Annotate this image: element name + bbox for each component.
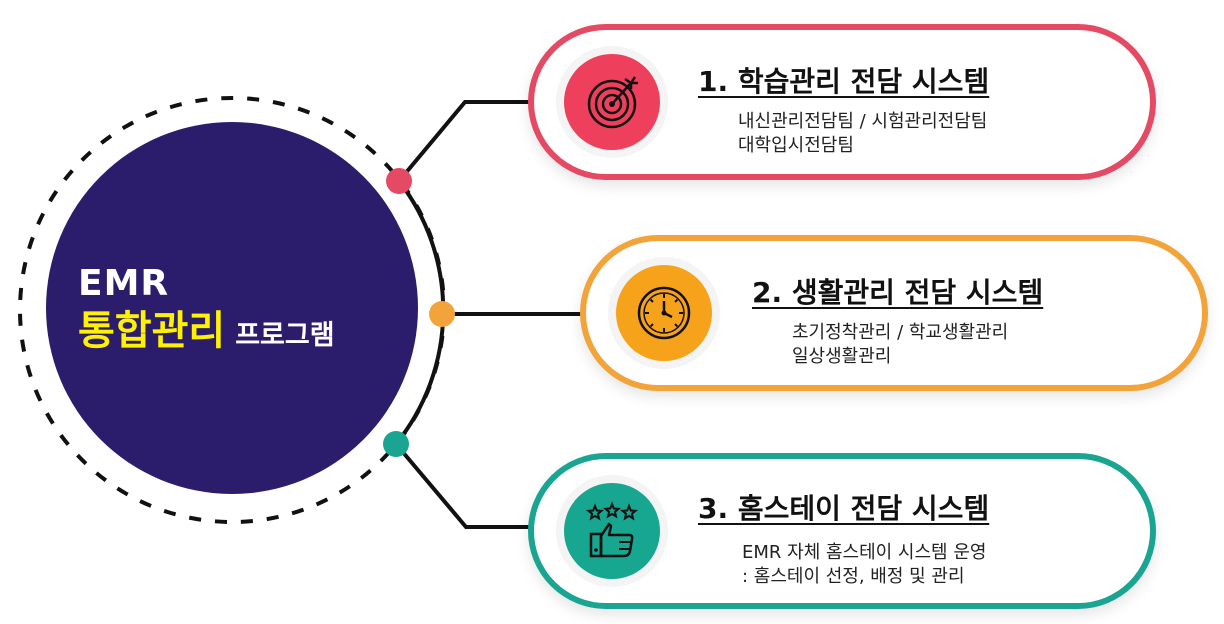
hub-line1: EMR bbox=[78, 263, 170, 304]
connector-line-1 bbox=[397, 100, 530, 183]
system-card-1: 1. 학습관리 전담 시스템 내신관리전담팀 / 시험관리전담팀 대학입시전담팀 bbox=[528, 24, 1156, 180]
badge-1 bbox=[564, 54, 660, 150]
connector-dot-2 bbox=[429, 301, 455, 327]
system-desc-3: EMR 자체 홈스테이 시스템 운영 : 홈스테이 선정, 배정 및 관리 bbox=[742, 541, 986, 589]
desc-line: 일상생활관리 bbox=[792, 346, 892, 367]
system-card-3: 3. 홈스테이 전담 시스템 EMR 자체 홈스테이 시스템 운영 : 홈스테이… bbox=[528, 453, 1156, 609]
hub-subtitle: 프로그램 bbox=[235, 320, 335, 351]
clock-icon bbox=[637, 286, 691, 340]
connector-dot-3 bbox=[383, 431, 409, 457]
thumbs-up-stars-icon bbox=[585, 501, 639, 558]
system-title-1: 1. 학습관리 전담 시스템 bbox=[698, 65, 990, 98]
connector-dot-1 bbox=[386, 168, 412, 194]
system-desc-2: 초기정착관리 / 학교생활관리 일상생활관리 bbox=[792, 321, 1008, 369]
system-title-3: 3. 홈스테이 전담 시스템 bbox=[698, 492, 990, 525]
target-icon bbox=[587, 76, 638, 129]
badge-3 bbox=[564, 483, 660, 579]
desc-line: : 홈스테이 선정, 배정 및 관리 bbox=[742, 566, 965, 587]
desc-line: 대학입시전담팀 bbox=[738, 135, 854, 156]
hub-label: EMR 통합관리 프로그램 bbox=[78, 262, 335, 356]
connector-line-3 bbox=[394, 442, 530, 529]
desc-line: 초기정착관리 / 학교생활관리 bbox=[792, 322, 1009, 343]
desc-line: 내신관리전담팀 / 시험관리전담팀 bbox=[738, 111, 988, 132]
hub-line2: 통합관리 프로그램 bbox=[78, 306, 335, 356]
hub-title: 통합관리 bbox=[78, 308, 226, 354]
badge-2 bbox=[616, 265, 712, 361]
system-desc-1: 내신관리전담팀 / 시험관리전담팀 대학입시전담팀 bbox=[738, 110, 987, 158]
system-card-2: 2. 생활관리 전담 시스템 초기정착관리 / 학교생활관리 일상생활관리 bbox=[580, 235, 1208, 391]
desc-line: EMR 자체 홈스테이 시스템 운영 bbox=[742, 542, 987, 563]
hub-circle bbox=[46, 122, 418, 494]
system-title-2: 2. 생활관리 전담 시스템 bbox=[752, 276, 1044, 309]
